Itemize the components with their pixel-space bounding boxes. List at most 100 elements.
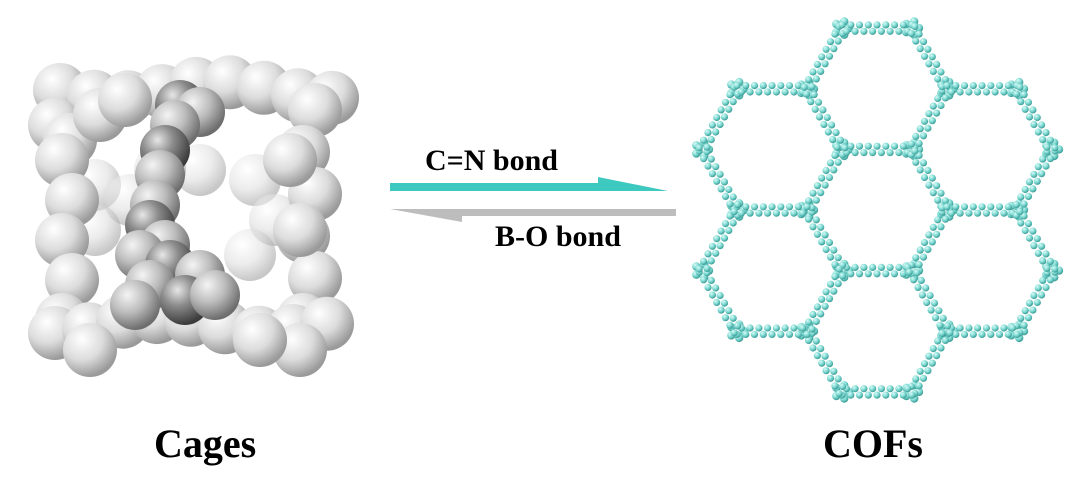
cof-atom <box>729 98 737 106</box>
cof-atom <box>908 391 916 399</box>
cof-atom <box>916 367 924 375</box>
cof-atom <box>1033 235 1041 243</box>
cof-atom <box>933 60 941 68</box>
cof-atom <box>1024 314 1033 322</box>
cof-atom <box>810 91 818 99</box>
cof-atom <box>920 52 929 60</box>
cof-atom <box>938 329 946 337</box>
cof-atom <box>922 284 930 292</box>
cof-atom <box>821 60 829 68</box>
cof-atom <box>928 53 936 61</box>
forward-arrow-head <box>598 177 668 191</box>
cof-atom <box>824 128 832 136</box>
cof-atom <box>864 391 872 399</box>
cof-atom <box>899 391 907 399</box>
cof-atom <box>720 299 729 307</box>
cof-atom <box>982 209 991 217</box>
cof-atom <box>750 330 759 338</box>
cof-atom <box>1051 144 1059 152</box>
cof-atom <box>928 359 936 367</box>
cof-atom <box>716 291 724 300</box>
cof-atom <box>817 345 825 353</box>
cof-atom <box>934 196 942 204</box>
cof-atom <box>920 238 929 247</box>
cof-atom <box>822 245 830 254</box>
cof-atom <box>1038 121 1046 129</box>
cof-atom <box>1034 128 1042 136</box>
cof-atom <box>831 382 839 390</box>
cof-atom <box>834 158 842 166</box>
cof-atom <box>960 82 969 90</box>
cof-atom <box>730 329 738 337</box>
cof-atom <box>746 324 754 332</box>
cof-atom <box>934 337 942 345</box>
cof-atom <box>860 149 868 157</box>
cof-atom <box>943 82 951 90</box>
cof-atom <box>818 295 826 303</box>
cof-atom <box>805 318 813 326</box>
cof-atom <box>1033 113 1041 122</box>
cof-atom <box>915 139 923 147</box>
cof-atom <box>1004 203 1012 211</box>
cof-atom <box>814 98 823 106</box>
cof-atom <box>834 254 842 262</box>
cof-atom <box>947 88 956 96</box>
cof-atom <box>1000 88 1008 96</box>
cage-atom <box>288 83 342 137</box>
cof-atom <box>991 88 999 96</box>
cof-atom <box>819 106 827 114</box>
cof-atom <box>695 144 703 152</box>
cof-atom <box>1029 185 1037 193</box>
cof-atom <box>847 142 855 150</box>
cof-atom <box>1042 283 1050 291</box>
cof-atom <box>1039 276 1047 284</box>
cof-atom <box>1030 170 1038 178</box>
cof-atom <box>1038 291 1046 299</box>
cof-atom <box>818 53 826 61</box>
cof-atom <box>800 83 808 91</box>
cof-atom <box>937 223 945 231</box>
cof-atom <box>930 299 939 307</box>
cage-atom <box>263 133 317 187</box>
cof-atom <box>746 88 754 96</box>
cof-atom <box>813 60 822 68</box>
cof-atom <box>1025 299 1034 307</box>
cof-atom <box>831 261 839 269</box>
cof-atom <box>899 21 907 29</box>
cof-atom <box>941 94 950 102</box>
cof-atom <box>914 283 922 291</box>
cof-atom <box>1025 113 1034 121</box>
cof-atom <box>911 147 919 155</box>
cof-atom <box>700 136 708 144</box>
cof-atom <box>781 88 789 96</box>
cof-atom <box>794 82 802 90</box>
cof-atom <box>969 203 977 211</box>
cof-atom <box>899 142 907 150</box>
cof-atom <box>716 242 724 250</box>
cof-atom <box>907 29 916 38</box>
cof-atom <box>969 82 977 90</box>
cof-atom <box>941 197 950 205</box>
cof-atom <box>947 209 956 217</box>
cof-atom <box>817 189 825 197</box>
cof-atom <box>1042 162 1050 170</box>
cof-atom <box>1017 98 1025 106</box>
cof-atom <box>808 83 816 91</box>
cof-atom <box>925 231 933 239</box>
cof-atom <box>713 298 721 307</box>
cof-atom <box>956 209 964 217</box>
cof-atom <box>869 149 877 157</box>
cof-atom <box>929 345 937 353</box>
cof-atom <box>772 88 781 96</box>
cof-atom <box>982 324 991 332</box>
cof-atom <box>712 128 720 136</box>
cof-atom <box>915 151 923 159</box>
cof-atom <box>933 109 941 117</box>
cof-atom <box>1000 209 1008 217</box>
cof-atom <box>813 352 822 360</box>
cof-atom <box>695 265 703 273</box>
cof-atom <box>882 142 890 150</box>
cof-atom <box>1021 226 1029 235</box>
cof-atom <box>920 360 929 368</box>
cof-atom <box>821 352 829 360</box>
